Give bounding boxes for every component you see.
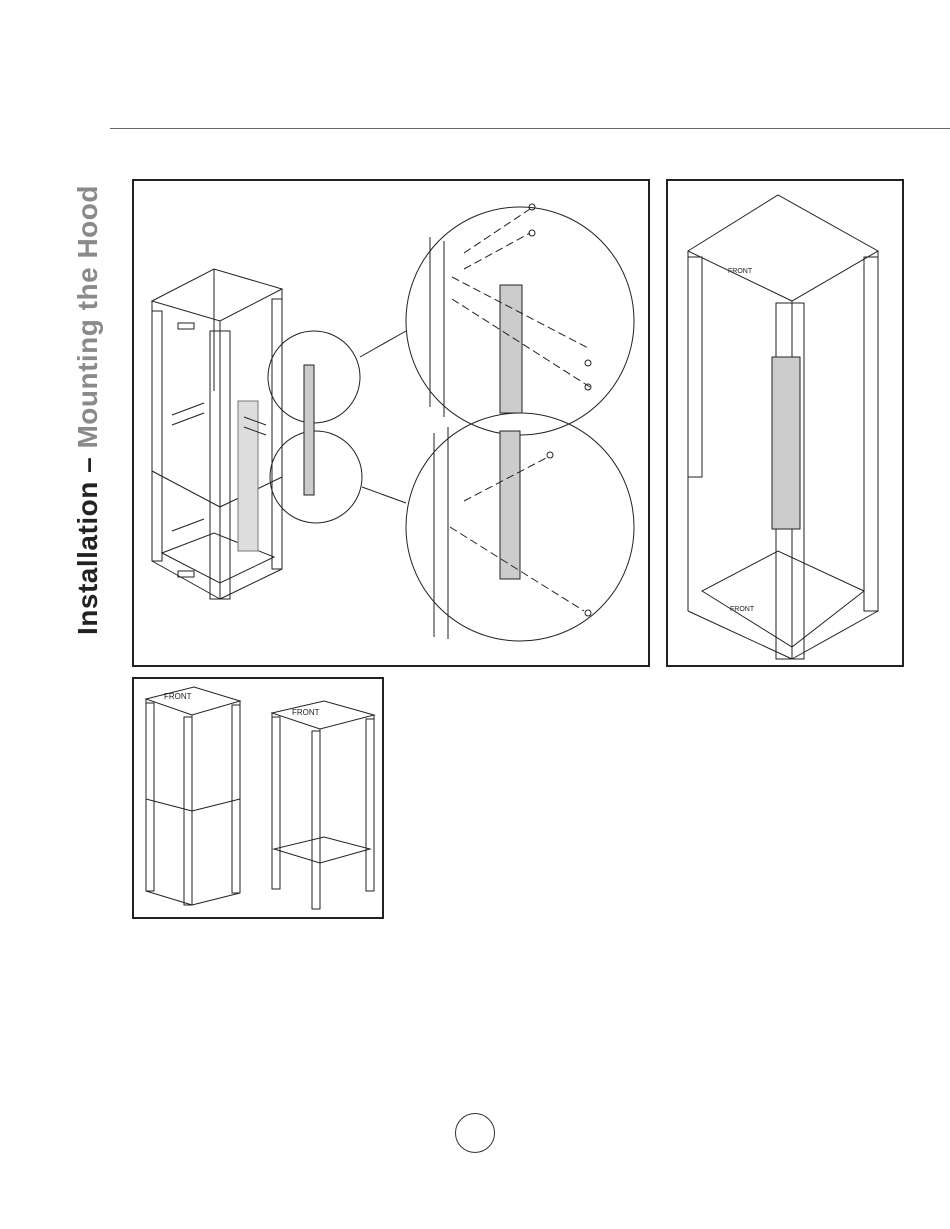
front-label-bottom: FRONT <box>730 606 755 613</box>
section-title-main: Installation – <box>72 457 103 635</box>
front-label-left: FRONT <box>164 692 192 701</box>
front-label-top: FRONT <box>728 268 753 275</box>
figure-assembled-frame: FRONT FRONT <box>666 179 904 667</box>
section-title-sub: Mounting the Hood <box>72 185 103 449</box>
page-number-badge <box>455 1113 495 1153</box>
frame-configurations-drawing: FRONT FRONT <box>134 679 382 917</box>
assembled-frame-drawing: FRONT FRONT <box>668 181 902 665</box>
header-rule <box>110 128 950 129</box>
figure-exploded-view <box>132 179 650 667</box>
figure-frame-configurations: FRONT FRONT <box>132 677 384 919</box>
exploded-view-drawing <box>134 181 648 665</box>
front-label-right: FRONT <box>292 708 320 717</box>
section-title: Installation – Mounting the Hood <box>72 185 104 635</box>
